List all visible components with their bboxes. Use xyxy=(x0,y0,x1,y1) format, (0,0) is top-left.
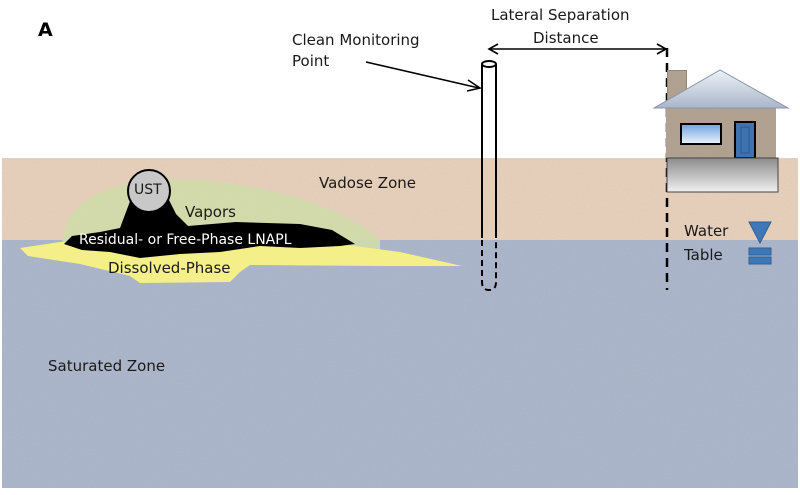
monitoring-well xyxy=(481,60,497,292)
ust-tank-icon xyxy=(127,169,171,213)
saturated-zone xyxy=(2,240,798,488)
window-icon xyxy=(680,123,722,145)
label-lateral-separation-line2: Distance xyxy=(533,29,599,47)
label-water-table-line2: Table xyxy=(684,246,723,264)
label-clean-monitoring-line2: Point xyxy=(292,52,330,70)
label-lnapl: Residual- or Free-Phase LNAPL xyxy=(79,232,292,248)
label-vapors: Vapors xyxy=(185,203,236,221)
building-slab-foundation xyxy=(666,157,779,193)
panel-label: A xyxy=(38,19,53,41)
label-clean-monitoring-line1: Clean Monitoring xyxy=(292,31,420,49)
label-vadose-zone: Vadose Zone xyxy=(319,174,416,192)
label-water-table-line1: Water xyxy=(684,222,729,240)
label-saturated-zone: Saturated Zone xyxy=(48,357,166,375)
building-house-icon xyxy=(652,69,790,193)
label-dissolved-phase: Dissolved-Phase xyxy=(108,259,231,277)
label-lateral-separation-line1: Lateral Separation xyxy=(491,6,630,24)
monitoring-point-pointer-arrow xyxy=(365,61,482,92)
label-ust: UST xyxy=(134,182,162,198)
water-table-symbol-icon xyxy=(748,221,772,265)
